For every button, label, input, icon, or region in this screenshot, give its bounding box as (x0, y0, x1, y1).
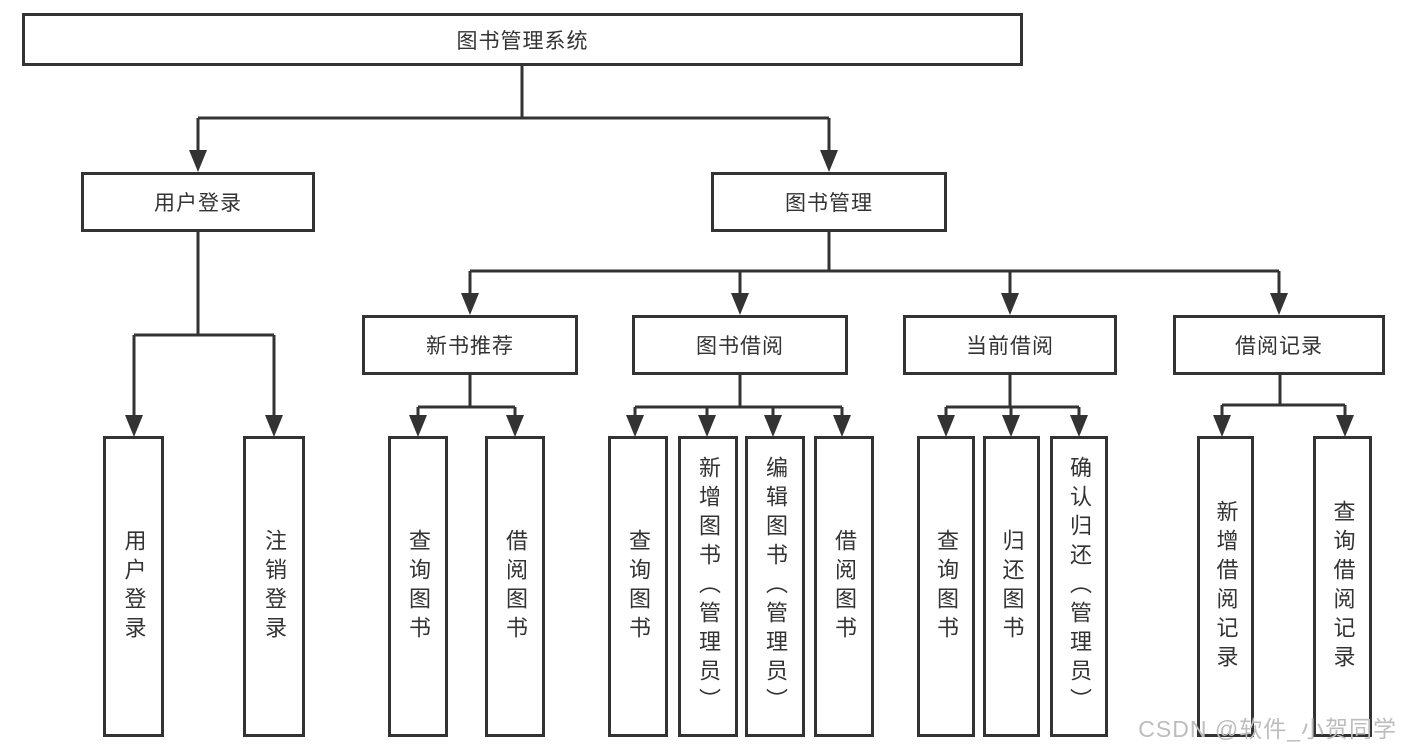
leaf-label: 新增借阅记录 (1213, 499, 1239, 674)
leaf-borrow-books: 借阅图书 (814, 436, 874, 737)
leaf-label: 查询图书 (626, 528, 651, 645)
node-label: 图书借阅 (696, 335, 784, 358)
csdn-watermark: CSDN @软件_小贺同学 (1138, 716, 1397, 742)
leaf-label: 新增图书（管理员） (696, 456, 721, 717)
node-user-login: 用户登录 (81, 172, 315, 232)
leaf-add-borrow-record: 新增借阅记录 (1197, 436, 1254, 737)
leaf-label: 编辑图书（管理员） (763, 456, 788, 717)
node-label: 新书推荐 (426, 335, 514, 358)
node-label: 图书管理 (785, 192, 873, 215)
leaf-label: 归还图书 (999, 528, 1025, 645)
leaf-query-books-current: 查询图书 (917, 436, 975, 737)
leaf-label: 用户登录 (121, 528, 147, 645)
leaf-label: 借阅图书 (503, 528, 528, 645)
leaf-confirm-return-admin: 确认归还（管理员） (1050, 436, 1108, 737)
node-label: 用户登录 (154, 192, 242, 215)
leaf-logout: 注销登录 (243, 436, 305, 737)
leaf-label: 查询图书 (934, 528, 959, 645)
leaf-label: 查询借阅记录 (1330, 499, 1356, 674)
node-label: 图书管理系统 (456, 29, 589, 53)
node-new-book-recommendation: 新书推荐 (362, 315, 578, 375)
leaf-return-books: 归还图书 (983, 436, 1040, 737)
leaf-query-books-borrow: 查询图书 (608, 436, 668, 737)
leaf-add-books-admin: 新增图书（管理员） (678, 436, 738, 737)
leaf-borrow-books-recommend: 借阅图书 (485, 436, 545, 737)
node-book-management: 图书管理 (711, 172, 947, 232)
leaf-query-borrow-record: 查询借阅记录 (1313, 436, 1372, 737)
node-book-borrowing: 图书借阅 (632, 315, 848, 375)
node-current-borrowing: 当前借阅 (903, 315, 1117, 375)
leaf-user-login: 用户登录 (103, 436, 164, 737)
leaf-edit-books-admin: 编辑图书（管理员） (745, 436, 805, 737)
leaf-label: 确认归还（管理员） (1067, 456, 1092, 717)
node-label: 借阅记录 (1235, 335, 1323, 358)
leaf-label: 查询图书 (406, 528, 431, 645)
leaf-label: 注销登录 (262, 528, 287, 645)
leaf-label: 借阅图书 (832, 528, 857, 645)
node-borrowing-records: 借阅记录 (1173, 315, 1385, 375)
leaf-query-books-recommend: 查询图书 (388, 436, 448, 737)
node-library-management-system: 图书管理系统 (22, 13, 1023, 66)
node-label: 当前借阅 (966, 335, 1054, 358)
